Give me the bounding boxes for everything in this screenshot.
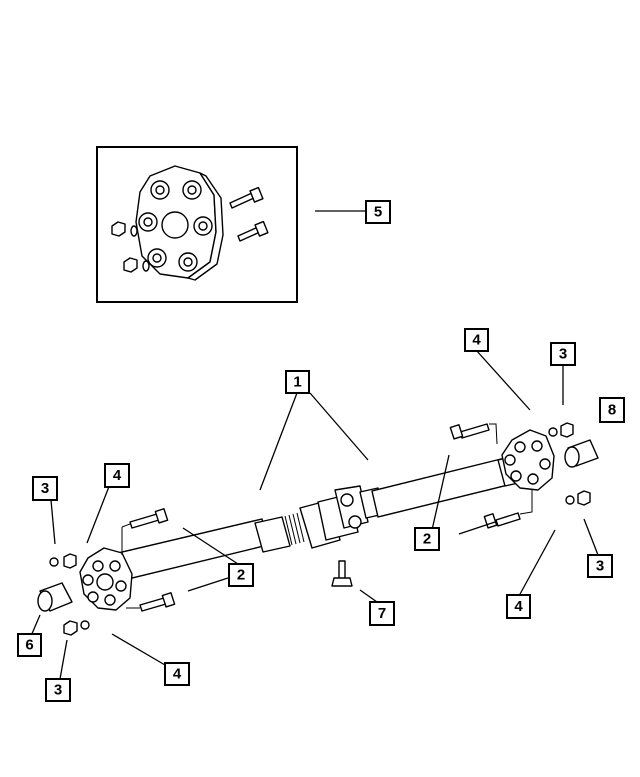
centering-sleeve-rear (37, 582, 73, 612)
bolt-rear-lower (126, 592, 176, 612)
callout-3-bottom-left: 3 (45, 678, 71, 702)
callout-2-center: 2 (414, 527, 440, 551)
flex-disc-inset (96, 146, 298, 303)
bolt-front-upper (449, 423, 498, 445)
svg-text:7: 7 (378, 605, 386, 622)
callout-1: 1 (285, 370, 310, 394)
callout-5: 5 (365, 200, 391, 224)
inset-bolt-upper (229, 186, 264, 209)
bolt-front-lower (483, 490, 533, 529)
svg-text:3: 3 (596, 558, 604, 575)
svg-text:3: 3 (54, 682, 62, 699)
svg-text:4: 4 (173, 666, 182, 683)
callout-6: 6 (17, 633, 42, 657)
svg-text:4: 4 (113, 467, 122, 484)
svg-text:4: 4 (514, 598, 523, 615)
callout-2-left: 2 (228, 563, 254, 587)
svg-text:3: 3 (41, 480, 49, 497)
callout-4-right: 4 (506, 594, 531, 619)
leader-lines (30, 349, 599, 680)
inset-bolt-lower (237, 220, 269, 242)
callout-7: 7 (369, 601, 395, 626)
inset-nut-lower (123, 257, 150, 273)
callout-3-top-right: 3 (550, 342, 576, 366)
svg-text:2: 2 (237, 567, 245, 584)
bolt-rear-upper (121, 508, 169, 555)
svg-text:6: 6 (25, 637, 33, 654)
driveshaft-assembly (117, 454, 528, 581)
svg-text:4: 4 (472, 332, 481, 349)
svg-text:8: 8 (608, 402, 616, 419)
front-flex-disc (501, 429, 555, 491)
inset-nut-upper (111, 221, 138, 237)
nuts-washers-rear (49, 553, 90, 636)
callout-4-bottom-left: 4 (164, 662, 190, 686)
centering-sleeve-front (564, 439, 599, 468)
nuts-washers-front (548, 422, 591, 506)
loose-bolt (331, 560, 353, 587)
callout-4-top-right: 4 (464, 328, 489, 352)
svg-text:5: 5 (374, 204, 382, 221)
callout-4-left-top: 4 (104, 463, 130, 488)
svg-text:1: 1 (293, 374, 301, 391)
rear-flex-disc (79, 547, 133, 611)
svg-text:3: 3 (559, 346, 567, 363)
callout-8: 8 (599, 397, 625, 423)
svg-text:2: 2 (423, 531, 431, 548)
callout-3-left-top: 3 (32, 476, 58, 501)
flex-disc (135, 165, 224, 281)
callout-3-right: 3 (587, 554, 613, 578)
